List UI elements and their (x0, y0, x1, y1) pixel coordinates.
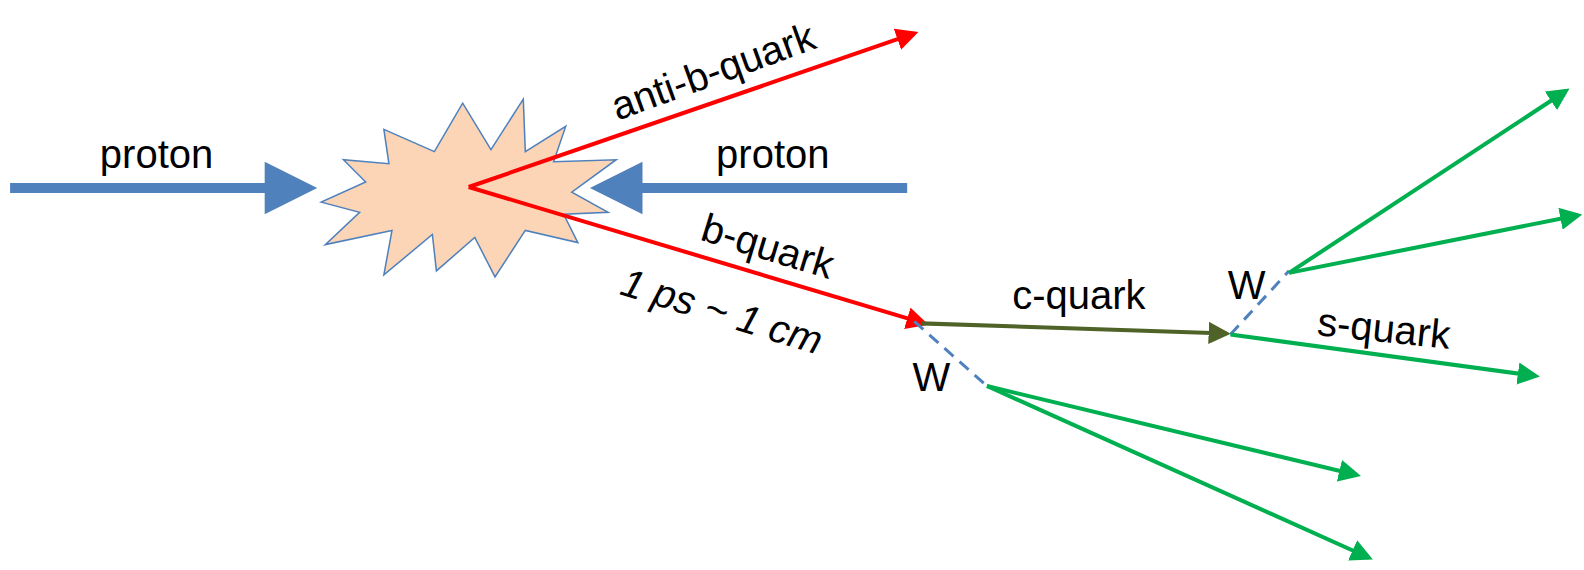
particle-label: proton (716, 134, 829, 174)
particle-label: W (913, 357, 951, 397)
proton-arrowhead (265, 162, 318, 215)
particle-label: proton (100, 134, 213, 174)
decay-track (987, 386, 1357, 475)
particle-label: c-quark (1012, 275, 1145, 315)
decay-track (987, 386, 1369, 558)
quark-track (921, 323, 1226, 333)
proton-beam (638, 183, 907, 193)
particle-label: anti-b-quark (606, 15, 820, 126)
decay-track (1289, 215, 1578, 273)
particle-label: W (1228, 265, 1266, 305)
proton-arrowhead (590, 162, 643, 215)
particle-label: 1 ps ~ 1 cm (617, 262, 827, 361)
proton-beam (10, 183, 268, 193)
particle-label: b-quark (697, 208, 838, 286)
